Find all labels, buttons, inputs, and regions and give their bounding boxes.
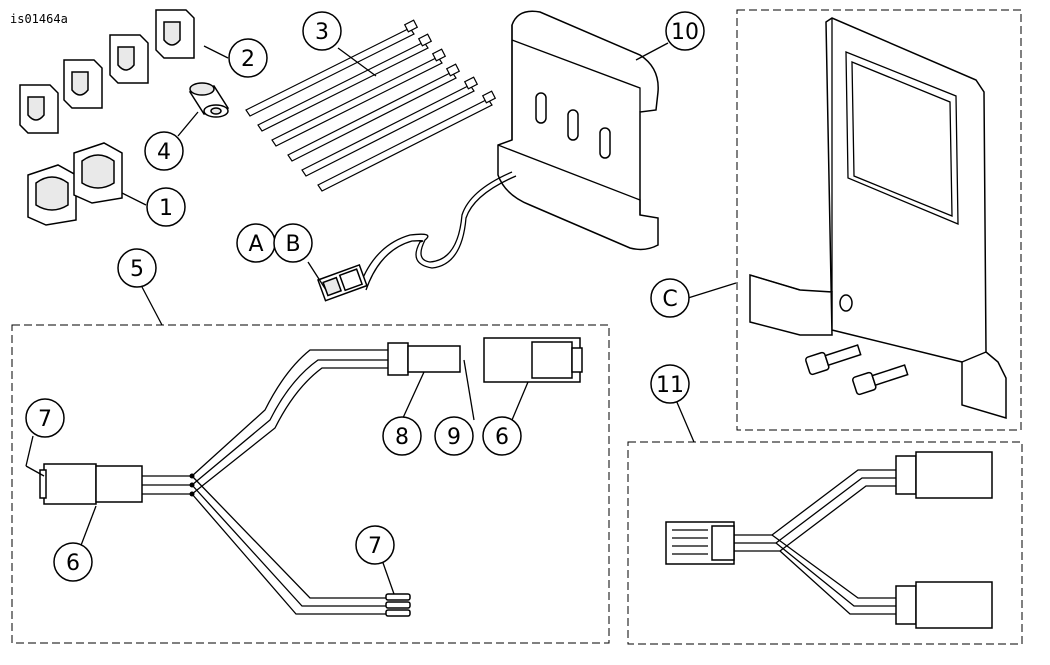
cable-ties-3: [245, 19, 497, 192]
harness-part-5: [39, 337, 583, 617]
bracket-box: [736, 9, 1022, 431]
callout-2-label: 2: [241, 47, 255, 72]
callout-6-upper: 6: [482, 416, 522, 456]
callout-9-label: 9: [447, 425, 461, 450]
callout-8-label: 8: [395, 425, 409, 450]
figure-id: is01464a: [10, 12, 68, 26]
callout-8: 8: [382, 416, 422, 456]
clip-parts-2: [19, 9, 195, 134]
callout-a: A: [236, 223, 276, 263]
callout-7-right-label: 7: [368, 534, 382, 559]
callout-1: 1: [146, 187, 186, 227]
callout-5: 5: [117, 248, 157, 288]
callout-b: B: [273, 223, 313, 263]
callout-2: 2: [228, 38, 268, 78]
callout-4: 4: [144, 131, 184, 171]
callout-10: 10: [665, 11, 705, 51]
callout-6-lower-label: 6: [66, 551, 80, 576]
callout-a-label: A: [248, 232, 263, 257]
callout-7-right: 7: [355, 525, 395, 565]
callout-3: 3: [302, 11, 342, 51]
callout-7-left-label: 7: [38, 407, 52, 432]
callout-b-label: B: [285, 232, 300, 257]
harness-5-box: [11, 324, 610, 644]
callout-6-upper-label: 6: [495, 425, 509, 450]
callout-7-left: 7: [25, 398, 65, 438]
callout-11-label: 11: [656, 373, 684, 398]
callout-10-label: 10: [671, 20, 699, 45]
callout-6-lower: 6: [53, 542, 93, 582]
bracket-part-c: [749, 17, 1007, 420]
callout-c: C: [650, 278, 690, 318]
callout-5-label: 5: [130, 257, 144, 282]
clamp-parts-1: [27, 142, 123, 226]
callout-1-label: 1: [159, 196, 173, 221]
harness-11-box: [627, 441, 1023, 645]
leader-lines: [25, 42, 737, 595]
pad-part-10: [317, 10, 659, 302]
callout-c-label: C: [662, 287, 677, 312]
harness-part-11: [665, 451, 993, 629]
spacer-part-4: [188, 82, 230, 118]
callout-3-label: 3: [315, 20, 329, 45]
callout-4-label: 4: [157, 140, 171, 165]
callout-11: 11: [650, 364, 690, 404]
callout-9: 9: [434, 416, 474, 456]
